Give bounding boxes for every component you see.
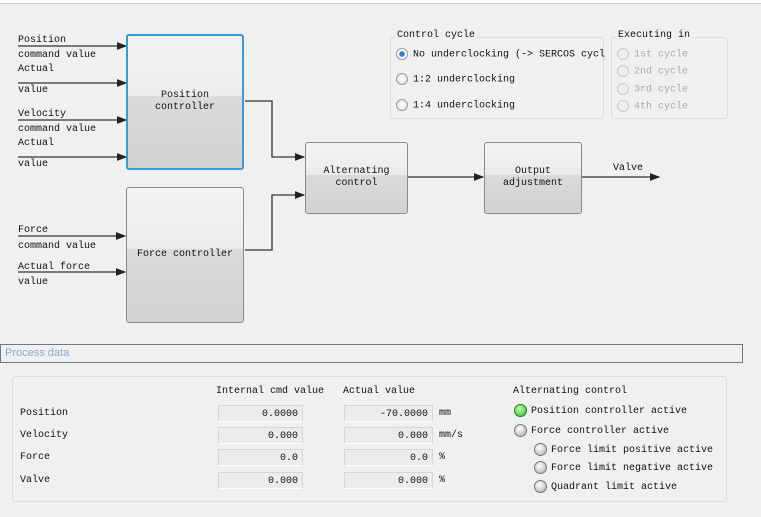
led-off-icon bbox=[514, 424, 527, 437]
header-actual-value: Actual value bbox=[343, 386, 416, 397]
input-label-vel-act-2: value bbox=[18, 159, 49, 170]
led-off-icon bbox=[534, 480, 547, 493]
output-adjustment-block[interactable]: Output adjustment bbox=[484, 142, 582, 214]
arrow-force-to-alt bbox=[245, 191, 306, 251]
input-label-pos-act-1: Actual bbox=[18, 64, 55, 75]
radio-4th-cycle: 4th cycle bbox=[617, 100, 688, 113]
force-controller-block[interactable]: Force controller bbox=[126, 187, 244, 323]
status-position-controller-active: Position controller active bbox=[514, 404, 687, 417]
valve-actual-field: 0.000 bbox=[344, 472, 433, 489]
status-quadrant-limit: Quadrant limit active bbox=[534, 480, 677, 493]
radio-icon bbox=[396, 73, 408, 85]
arrow-pos-to-alt bbox=[245, 100, 306, 161]
valve-output-label: Valve bbox=[613, 163, 644, 174]
radio-icon bbox=[617, 100, 629, 112]
row-label: Force bbox=[20, 452, 51, 463]
position-controller-block[interactable]: Position controller bbox=[126, 34, 244, 170]
row-label: Position bbox=[20, 408, 69, 419]
control-cycle-group: Control cycle No underclocking (-> SERCO… bbox=[390, 30, 605, 119]
status-force-limit-positive: Force limit positive active bbox=[534, 443, 713, 456]
force-actual-field: 0.0 bbox=[344, 449, 433, 466]
radio-2nd-cycle: 2nd cycle bbox=[617, 65, 688, 78]
velocity-actual-field: 0.000 bbox=[344, 427, 433, 444]
status-force-controller-active: Force controller active bbox=[514, 424, 669, 437]
row-label: Velocity bbox=[20, 430, 69, 441]
row-unit: % bbox=[439, 452, 446, 463]
executing-in-title: Executing in bbox=[616, 30, 693, 41]
radio-1-2-underclocking[interactable]: 1:2 underclocking bbox=[396, 73, 515, 86]
led-off-icon bbox=[534, 461, 547, 474]
process-data-panel bbox=[12, 376, 727, 502]
radio-icon bbox=[617, 83, 629, 95]
position-actual-field: -70.0000 bbox=[344, 405, 433, 422]
row-unit: mm bbox=[439, 408, 452, 419]
radio-1st-cycle: 1st cycle bbox=[617, 48, 688, 61]
led-on-icon bbox=[514, 404, 527, 417]
radio-selected-icon bbox=[396, 48, 408, 60]
row-unit: % bbox=[439, 475, 446, 486]
velocity-cmd-field: 0.000 bbox=[218, 427, 303, 444]
control-cycle-title: Control cycle bbox=[395, 30, 478, 41]
input-label-vel-act-1: Actual bbox=[18, 138, 55, 149]
radio-icon bbox=[617, 48, 629, 60]
radio-3rd-cycle: 3rd cycle bbox=[617, 83, 688, 96]
force-cmd-field: 0.0 bbox=[218, 449, 303, 466]
radio-icon bbox=[617, 65, 629, 77]
executing-in-group: Executing in 1st cycle 2nd cycle 3rd cyc… bbox=[611, 30, 728, 119]
row-unit: mm/s bbox=[439, 430, 464, 441]
diagram-connectors bbox=[18, 42, 661, 276]
position-cmd-field: 0.0000 bbox=[218, 405, 303, 422]
radio-no-underclocking[interactable]: No underclocking (-> SERCOS cycl bbox=[396, 48, 605, 61]
header-internal-cmd: Internal cmd value bbox=[216, 386, 325, 397]
status-force-limit-negative: Force limit negative active bbox=[534, 461, 713, 474]
radio-1-4-underclocking[interactable]: 1:4 underclocking bbox=[396, 99, 515, 112]
alternating-control-title: Alternating control bbox=[513, 386, 628, 397]
alternating-control-block[interactable]: Alternating control bbox=[305, 142, 408, 214]
row-label: Valve bbox=[20, 475, 51, 486]
radio-icon bbox=[396, 99, 408, 111]
led-off-icon bbox=[534, 443, 547, 456]
valve-cmd-field: 0.000 bbox=[218, 472, 303, 489]
input-label-pos-act-2: value bbox=[18, 85, 49, 96]
top-strip bbox=[0, 0, 761, 4]
process-data-header[interactable]: Process data bbox=[0, 344, 743, 363]
